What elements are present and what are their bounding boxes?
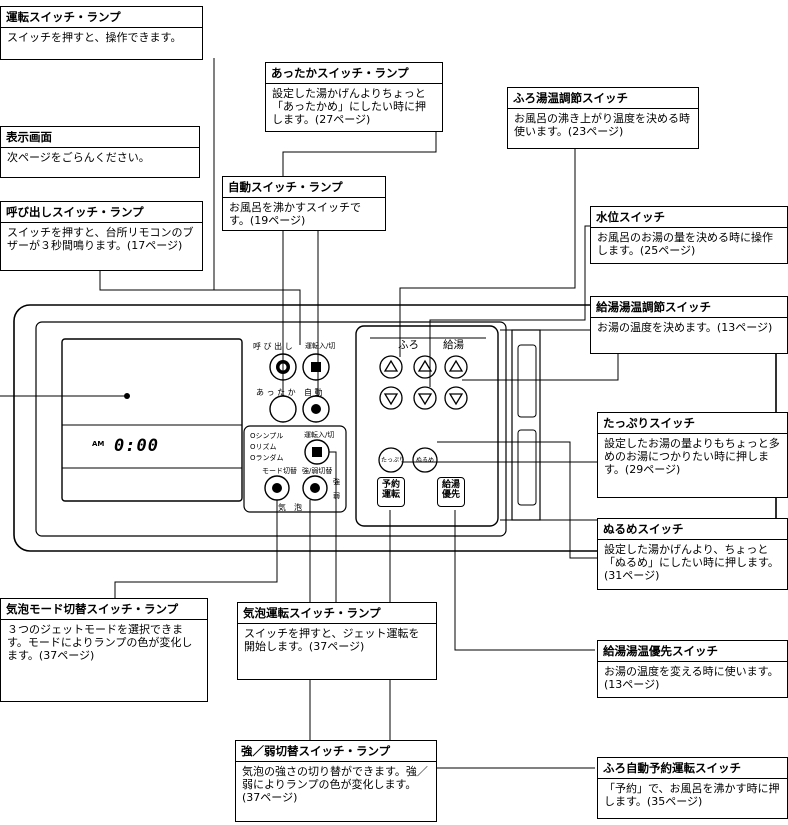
callout-title: 給湯湯温優先スイッチ [598,641,787,662]
callout-title: 自動スイッチ・ランプ [223,177,385,198]
mode-label: モード切替 [262,467,297,475]
callout-strength-switch: 強／弱切替スイッチ・ランプ 気泡の強さの切り替ができます。強／弱によりランプの色… [235,740,437,822]
rhythm-label: Oリズム [250,443,277,451]
tappuri-button-shape [378,447,404,473]
callout-body: お風呂のお湯の量を決める時に操作します。(25ページ) [597,231,773,257]
callout-auto-switch: 自動スイッチ・ランプ お風呂を沸かすスイッチです。(19ページ) [222,176,386,231]
callout-body: 設定したお湯の量よりもちょっと多めのお湯につかりたい時に押します。(29ページ) [604,437,780,476]
callout-body: お風呂の沸き上がり温度を決める時使います。(23ページ) [514,112,690,138]
callout-body: お風呂を沸かすスイッチです。(19ページ) [229,201,361,227]
kyo-label: 強 [333,478,340,486]
nurume-button-shape [412,447,438,473]
callout-reserve-switch: ふろ自動予約運転スイッチ 「予約」で、お風呂を沸かす時に押します。(35ページ) [597,757,788,819]
callout-tappuri-switch: たっぷりスイッチ 設定したお湯の量よりもちょっと多めのお湯につかりたい時に押しま… [597,412,788,498]
random-label: Oランダム [250,454,284,462]
callout-title: ぬるめスイッチ [598,519,787,540]
callout-body: スイッチを押すと、ジェット運転を開始します。(37ページ) [244,627,420,653]
callout-supply-priority-switch: 給湯湯温優先スイッチ お湯の温度を変える時に使います。(13ページ) [597,640,788,698]
callout-body: お湯の温度を変える時に使います。(13ページ) [604,665,779,691]
callout-title: 呼び出しスイッチ・ランプ [1,202,202,223]
simple-label: Oシンプル [250,432,284,440]
kyuto-label: 給湯 [443,339,464,351]
bubble-group-frame [243,425,347,513]
callout-body: 「予約」で、お風呂を沸かす時に押します。(35ページ) [604,782,780,808]
callout-title: ふろ自動予約運転スイッチ [598,758,787,779]
jaku-label: 弱 [333,492,340,500]
callout-title: 運転スイッチ・ランプ [1,7,202,28]
display-screen [61,338,243,502]
callout-run-switch: 運転スイッチ・ランプ スイッチを押すと、操作できます。 [0,6,203,60]
right-button-panel [355,325,499,527]
callout-body: ３つのジェットモードを選択できます。モードによりランプの色が変化します。(37ペ… [7,623,193,662]
callout-atatame-switch: あったかスイッチ・ランプ 設定した湯かげんよりちょっと「あったかめ」にしたい時に… [265,62,443,132]
callout-supply-temp-switch: 給湯湯温調節スイッチ お湯の温度を決めます。(13ページ) [590,296,788,354]
strength-label: 強/弱切替 [302,467,333,475]
attaka-button-shape [269,395,297,423]
callout-body: 設定した湯かげんより、ちょっと「ぬるめ」にしたい時に押します。(31ページ) [604,543,779,582]
callout-water-level-switch: 水位スイッチ お風呂のお湯の量を決める時に操作します。(25ページ) [590,206,788,264]
attaka-label: あ っ た か [256,388,296,397]
bubble-unten-label: 運転入/切 [304,431,335,439]
callout-title: ふろ湯温調節スイッチ [508,88,698,109]
callout-body: スイッチを押すと、操作できます。 [7,31,182,44]
callout-title: 表示画面 [1,127,199,148]
callout-body: スイッチを押すと、台所リモコンのブザーが３秒間鳴ります。(17ページ) [7,226,194,252]
call-label: 呼 び 出 し [253,342,293,351]
unten-label: 運転入/切 [305,342,336,350]
callout-bath-temp-switch: ふろ湯温調節スイッチ お風呂の沸き上がり温度を決める時使います。(23ページ) [507,87,699,149]
furo-label: ふろ [398,339,419,351]
jido-label: 自 動 [304,388,323,397]
nurume-label: ぬるめ [416,457,435,464]
clock-display: 0:00 [114,436,159,456]
callout-bubble-mode-switch: 気泡モード切替スイッチ・ランプ ３つのジェットモードを選択できます。モードにより… [0,598,208,702]
callout-title: あったかスイッチ・ランプ [266,63,442,84]
callout-call-switch: 呼び出しスイッチ・ランプ スイッチを押すと、台所リモコンのブザーが３秒間鳴ります… [0,201,203,271]
priority-button[interactable]: 給湯 優先 [437,477,465,507]
callout-display: 表示画面 次ページをごらんください。 [0,126,200,178]
callout-title: たっぷりスイッチ [598,413,787,434]
callout-body: 設定した湯かげんよりちょっと「あったかめ」にしたい時に押します。(27ページ) [272,87,426,126]
kiho-label: 気 泡 [278,503,302,512]
tappuri-label: たっぷり [381,457,406,464]
callout-body: 気泡の強さの切り替ができます。強／弱によりランプの色が変化します。(37ページ) [242,765,428,804]
callout-bubble-run-switch: 気泡運転スイッチ・ランプ スイッチを押すと、ジェット運転を開始します。(37ペー… [237,602,437,680]
reserve-button[interactable]: 予約 運転 [377,477,405,507]
callout-body: 次ページをごらんください。 [7,151,150,164]
callout-title: 給湯湯温調節スイッチ [591,297,787,318]
callout-title: 気泡モード切替スイッチ・ランプ [1,599,207,620]
remote-inner-frame [35,321,507,537]
callout-title: 水位スイッチ [591,207,787,228]
callout-title: 気泡運転スイッチ・ランプ [238,603,436,624]
callout-body: お湯の温度を決めます。(13ページ) [597,321,773,334]
callout-nurume-switch: ぬるめスイッチ 設定した湯かげんより、ちょっと「ぬるめ」にしたい時に押します。(… [597,518,788,590]
callout-title: 強／弱切替スイッチ・ランプ [236,741,436,762]
am-indicator: AM [92,440,105,448]
